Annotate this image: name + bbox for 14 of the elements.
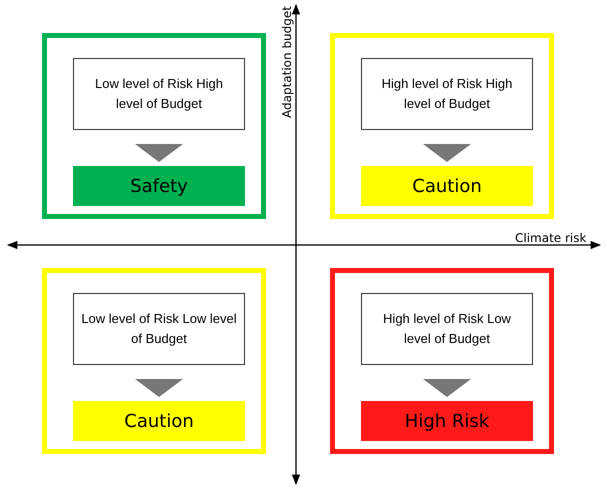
status-bar: Caution	[73, 401, 245, 441]
status-bar: Safety	[73, 166, 245, 206]
axis-label: Adaptation budget	[280, 6, 294, 118]
quadrant-frame	[42, 268, 266, 454]
condition-box: Low level of Risk High level of Budget	[73, 58, 245, 130]
condition-box: High level of Risk High level of Budget	[361, 58, 533, 130]
quadrant-frame	[42, 33, 266, 219]
status-bar: High Risk	[361, 401, 533, 441]
status-bar: Caution	[361, 166, 533, 206]
condition-box: Low level of Risk Low level of Budget	[73, 293, 245, 365]
quadrant-frame	[330, 268, 554, 454]
condition-box: High level of Risk Low level of Budget	[361, 293, 533, 365]
quadrant-frame	[330, 33, 554, 219]
axis-label: Climate risk	[515, 231, 586, 245]
